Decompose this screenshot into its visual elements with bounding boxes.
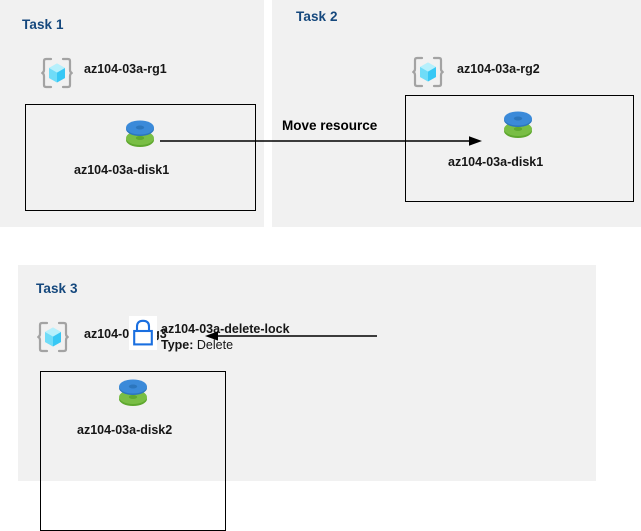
- azure-managed-disk-icon: [114, 375, 152, 409]
- panel-task-2: Task 2 az104-03a-rg2 az104: [272, 0, 641, 227]
- lock-name-label: az104-03a-delete-lock: [161, 322, 290, 336]
- panel-title-task-2: Task 2: [296, 9, 338, 24]
- azure-managed-disk-icon: [499, 107, 537, 141]
- panel-title-task-3: Task 3: [36, 281, 78, 296]
- resource-group-label-task-2: az104-03a-rg2: [457, 62, 540, 76]
- connector-move-resource: [160, 130, 485, 152]
- azure-resource-group-icon: [36, 320, 70, 354]
- connector-lock-to-rg3: [205, 326, 377, 346]
- lock-type-label: Type: Delete: [161, 338, 233, 352]
- lock-type-key: Type:: [161, 338, 194, 352]
- azure-managed-disk-icon: [121, 116, 159, 150]
- disk-label-task-1: az104-03a-disk1: [74, 163, 170, 177]
- azure-resource-group-icon: [411, 55, 445, 89]
- panel-title-task-1: Task 1: [22, 17, 64, 32]
- azure-resource-group-icon: [40, 56, 74, 90]
- resource-box-task-2: [405, 95, 634, 202]
- move-resource-label: Move resource: [282, 118, 378, 133]
- disk-label-task-3: az104-03a-disk2: [77, 423, 173, 437]
- disk-label-task-2: az104-03a-disk1: [448, 155, 544, 169]
- resource-box-task-1: [25, 104, 256, 211]
- resource-group-label-task-1: az104-03a-rg1: [84, 62, 167, 76]
- panel-task-1: Task 1 az104-03a-rg1: [0, 0, 264, 227]
- lock-type-value: Delete: [196, 338, 234, 352]
- panel-task-3: Task 3 az104-03a-rg3 az104: [18, 265, 596, 531]
- lock-icon: [129, 316, 157, 350]
